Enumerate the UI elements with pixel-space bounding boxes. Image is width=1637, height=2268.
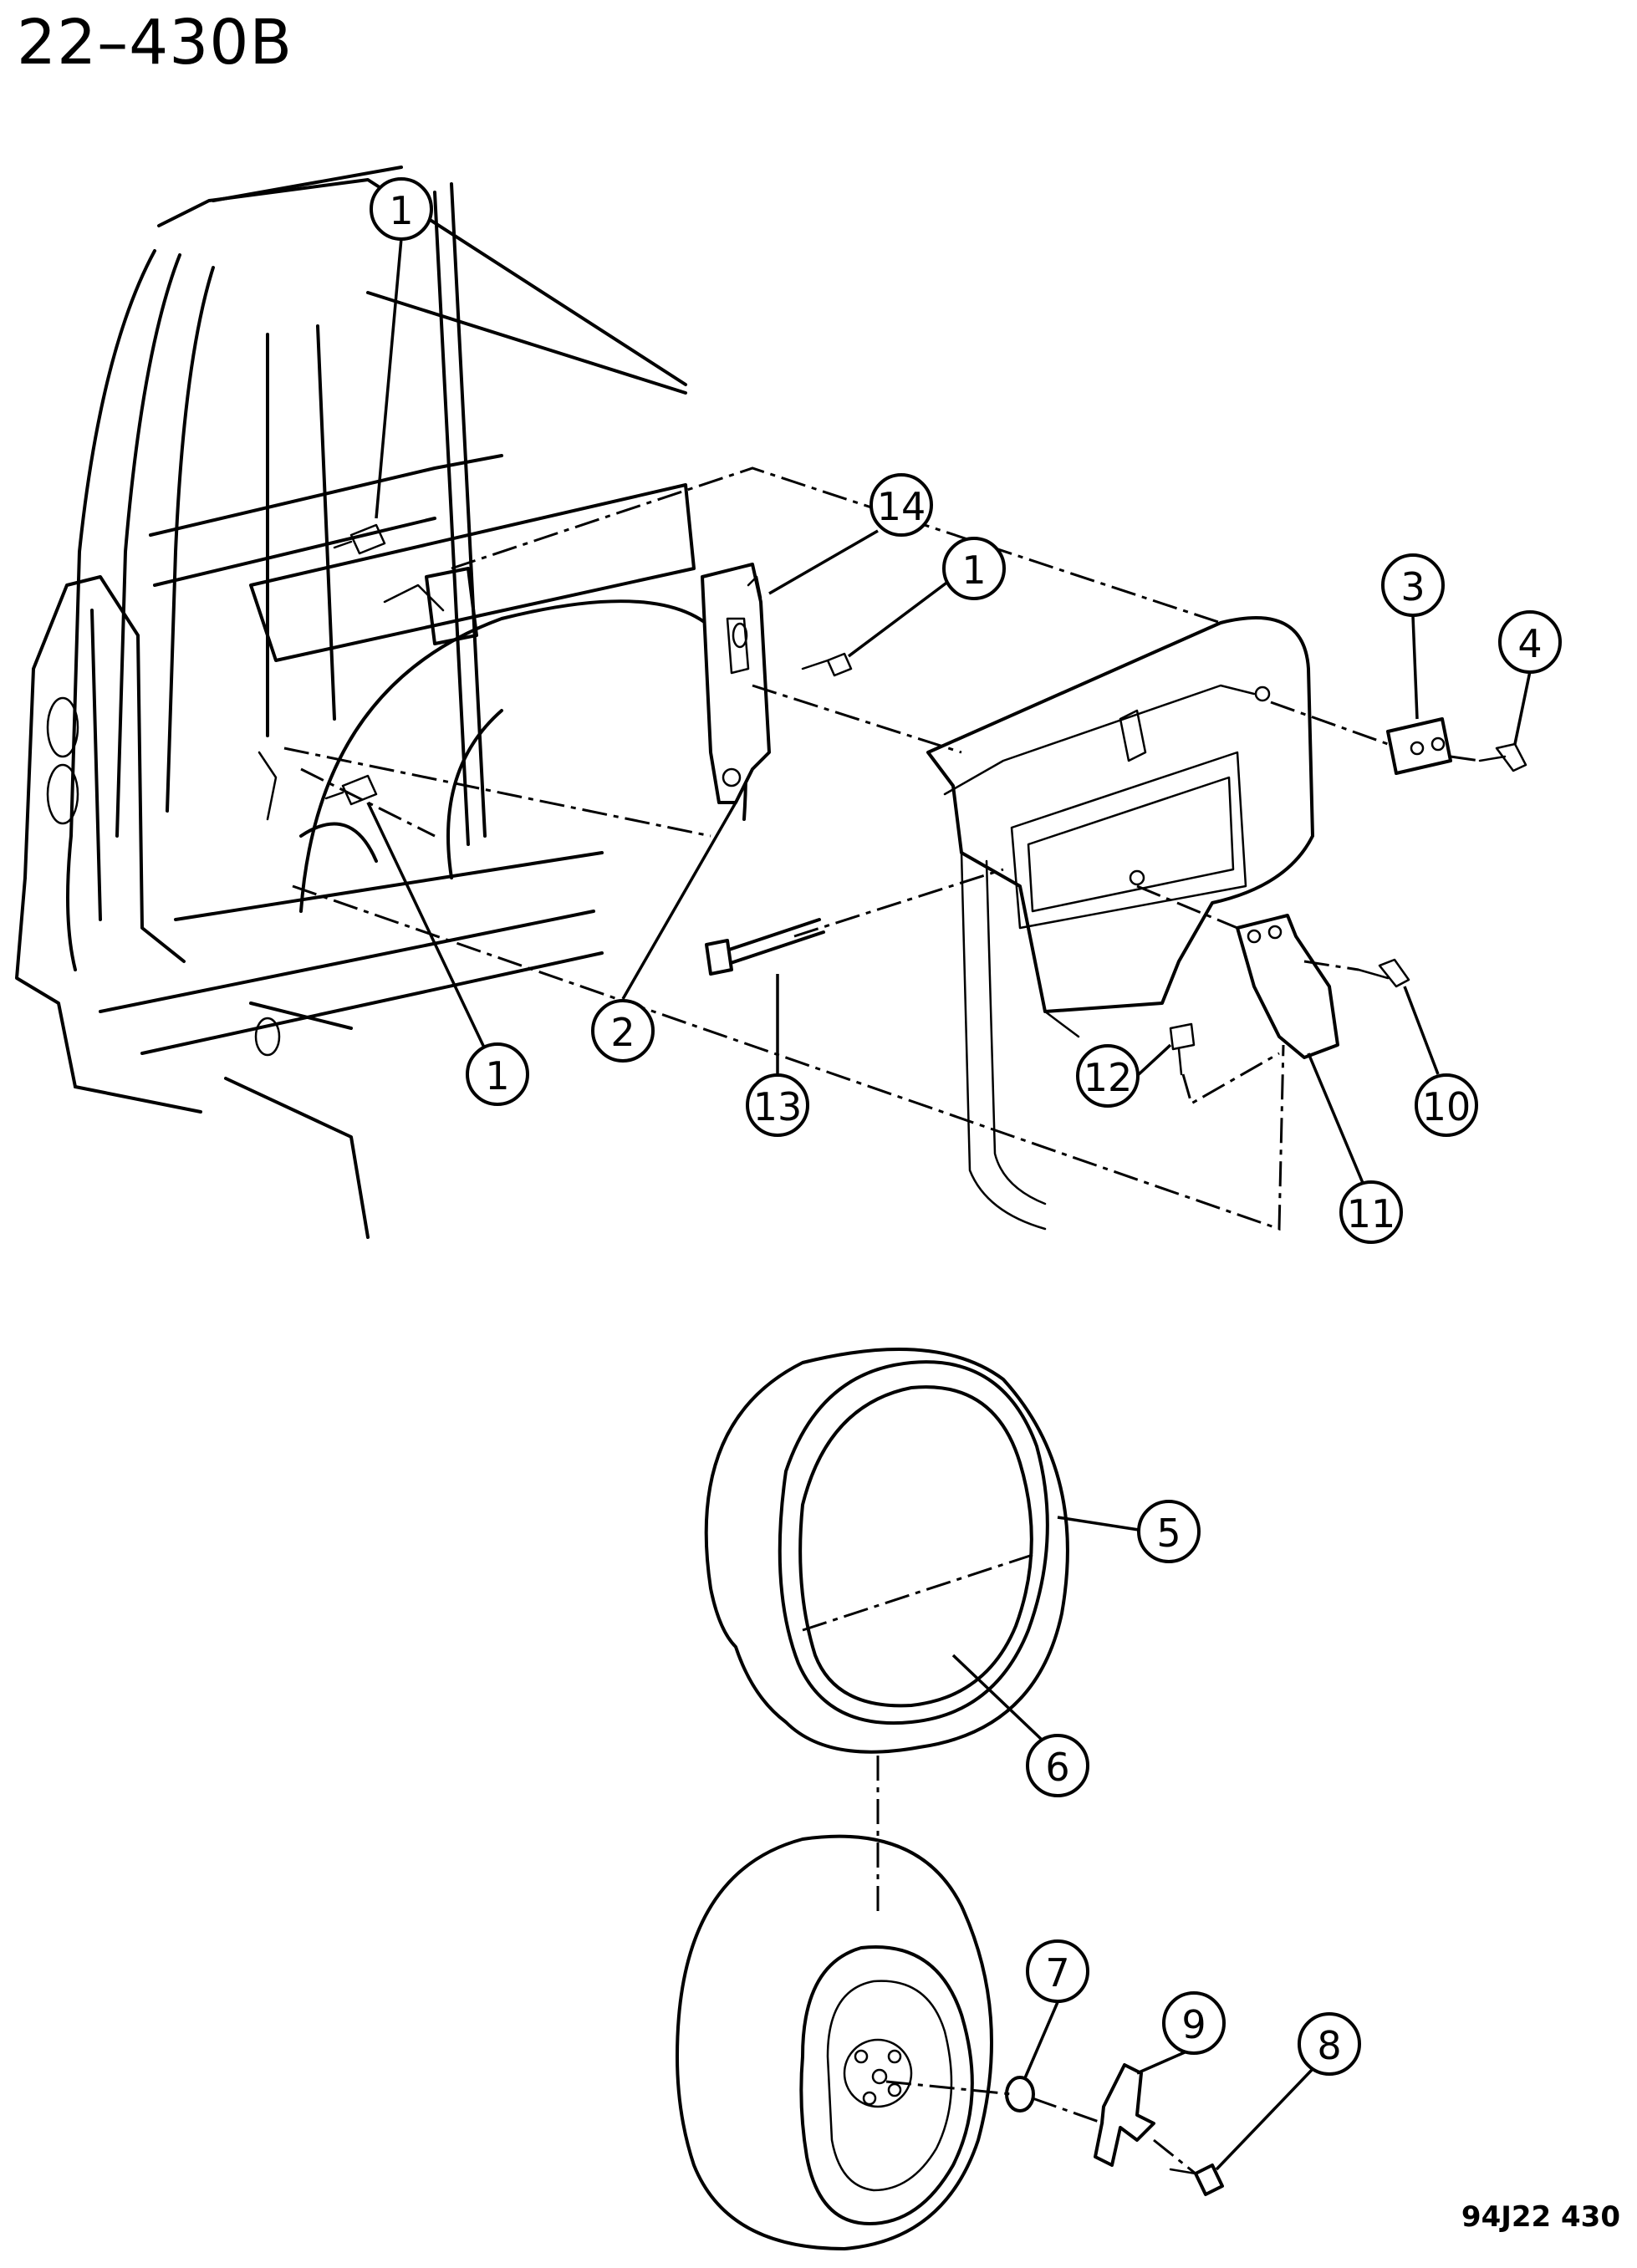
callout-11: 11 bbox=[1339, 1180, 1403, 1244]
page-title: 22–430B bbox=[17, 7, 293, 79]
callout-5: 5 bbox=[1137, 1500, 1201, 1563]
callout-1-top: 1 bbox=[370, 177, 433, 241]
callout-13: 13 bbox=[746, 1073, 809, 1137]
callout-2-label: 2 bbox=[610, 1010, 635, 1055]
bracket-assembly bbox=[701, 563, 853, 804]
support-bracket bbox=[1169, 914, 1410, 1076]
callout-7-label: 7 bbox=[1045, 1950, 1069, 1995]
callout-12: 12 bbox=[1076, 1044, 1140, 1108]
assembly-lines-lower bbox=[876, 1756, 1196, 2175]
callout-1-top-label: 1 bbox=[389, 188, 413, 233]
long-bolt bbox=[705, 918, 825, 976]
spare-tire-cover bbox=[704, 1348, 1069, 1754]
callout-12-label: 12 bbox=[1084, 1055, 1133, 1100]
callout-8-label: 8 bbox=[1317, 2023, 1341, 2068]
callout-13-label: 13 bbox=[753, 1084, 803, 1129]
callout-1-bottom: 1 bbox=[466, 1042, 529, 1106]
callout-6-label: 6 bbox=[1045, 1745, 1069, 1790]
callout-3-label: 3 bbox=[1400, 564, 1425, 609]
callout-1-mid: 1 bbox=[942, 537, 1006, 600]
callout-11-label: 11 bbox=[1347, 1191, 1396, 1236]
spare-tire bbox=[676, 1834, 993, 2250]
quarter-trim-panel bbox=[926, 616, 1314, 1231]
vehicle-body-illustration bbox=[15, 166, 747, 1239]
callout-10: 10 bbox=[1415, 1073, 1478, 1137]
callout-1-mid-label: 1 bbox=[961, 548, 986, 593]
callout-7: 7 bbox=[1026, 1939, 1089, 2003]
callout-4-label: 4 bbox=[1517, 621, 1542, 666]
callout-9: 9 bbox=[1162, 1991, 1226, 2055]
callout-10-label: 10 bbox=[1422, 1084, 1471, 1129]
callout-8: 8 bbox=[1298, 2012, 1361, 2076]
callout-6: 6 bbox=[1026, 1734, 1089, 1797]
callout-1-bottom-label: 1 bbox=[485, 1053, 509, 1098]
callout-4: 4 bbox=[1498, 610, 1562, 674]
leader-lines bbox=[366, 237, 1532, 2171]
callout-14-label: 14 bbox=[877, 484, 926, 529]
callout-3: 3 bbox=[1381, 553, 1445, 617]
mount-hardware bbox=[1005, 2063, 1224, 2196]
callout-14: 14 bbox=[869, 473, 933, 537]
callout-2: 2 bbox=[591, 999, 655, 1063]
callout-5-label: 5 bbox=[1156, 1511, 1181, 1556]
figure-reference-code: 94J22 430 bbox=[1461, 2200, 1620, 2234]
retainer-plate bbox=[1386, 717, 1527, 775]
callout-9-label: 9 bbox=[1181, 2002, 1206, 2047]
